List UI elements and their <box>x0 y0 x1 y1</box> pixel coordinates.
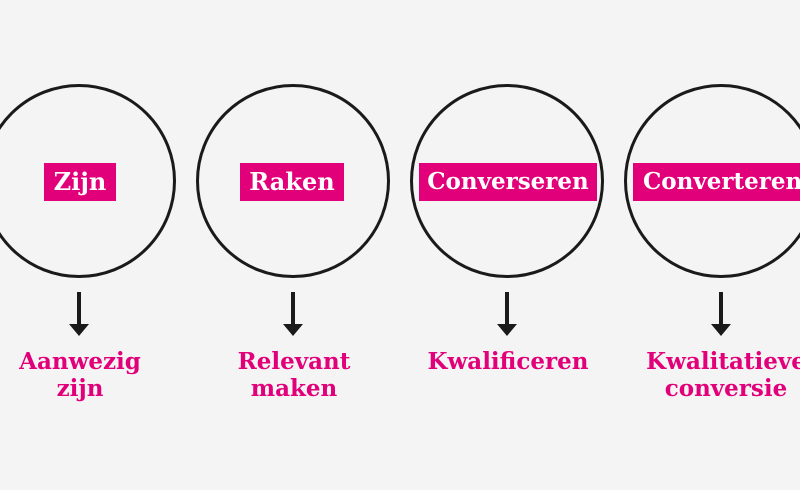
down-arrow-icon <box>497 292 517 338</box>
stage-result-3: Kwalificeren <box>418 348 598 375</box>
stage-circle-4 <box>624 84 800 278</box>
stage-result-1-line-2: zijn <box>56 375 104 402</box>
down-arrow-icon <box>283 292 303 338</box>
stage-result-1-line-1: Aanwezig <box>19 348 141 375</box>
arrow-shaft <box>505 292 509 326</box>
arrow-head <box>283 324 303 336</box>
down-arrow-icon <box>69 292 89 338</box>
arrow-head <box>69 324 89 336</box>
stage-result-2: Relevant maken <box>214 348 374 402</box>
stage-result-3-line-1: Kwalificeren <box>427 348 589 375</box>
stage-circle-3 <box>410 84 604 278</box>
stage-tag-1: Zijn <box>44 163 116 201</box>
arrow-shaft <box>291 292 295 326</box>
arrow-shaft <box>719 292 723 326</box>
stage-result-2-line-2: maken <box>250 375 338 402</box>
stage-tag-2: Raken <box>240 163 344 201</box>
stage-tag-4: Converteren <box>633 163 800 201</box>
stage-tag-3: Converseren <box>419 163 597 201</box>
stage-circle-1 <box>0 84 176 278</box>
arrow-shaft <box>77 292 81 326</box>
stage-circle-2 <box>196 84 390 278</box>
stage-result-1: Aanwezig zijn <box>0 348 160 402</box>
stage-result-4: Kwalitatieve conversie <box>636 348 800 402</box>
arrow-head <box>711 324 731 336</box>
stage-result-4-line-1: Kwalitatieve <box>646 348 800 375</box>
arrow-head <box>497 324 517 336</box>
stage-result-4-line-2: conversie <box>664 375 788 402</box>
stage-result-2-line-1: Relevant <box>237 348 351 375</box>
down-arrow-icon <box>711 292 731 338</box>
